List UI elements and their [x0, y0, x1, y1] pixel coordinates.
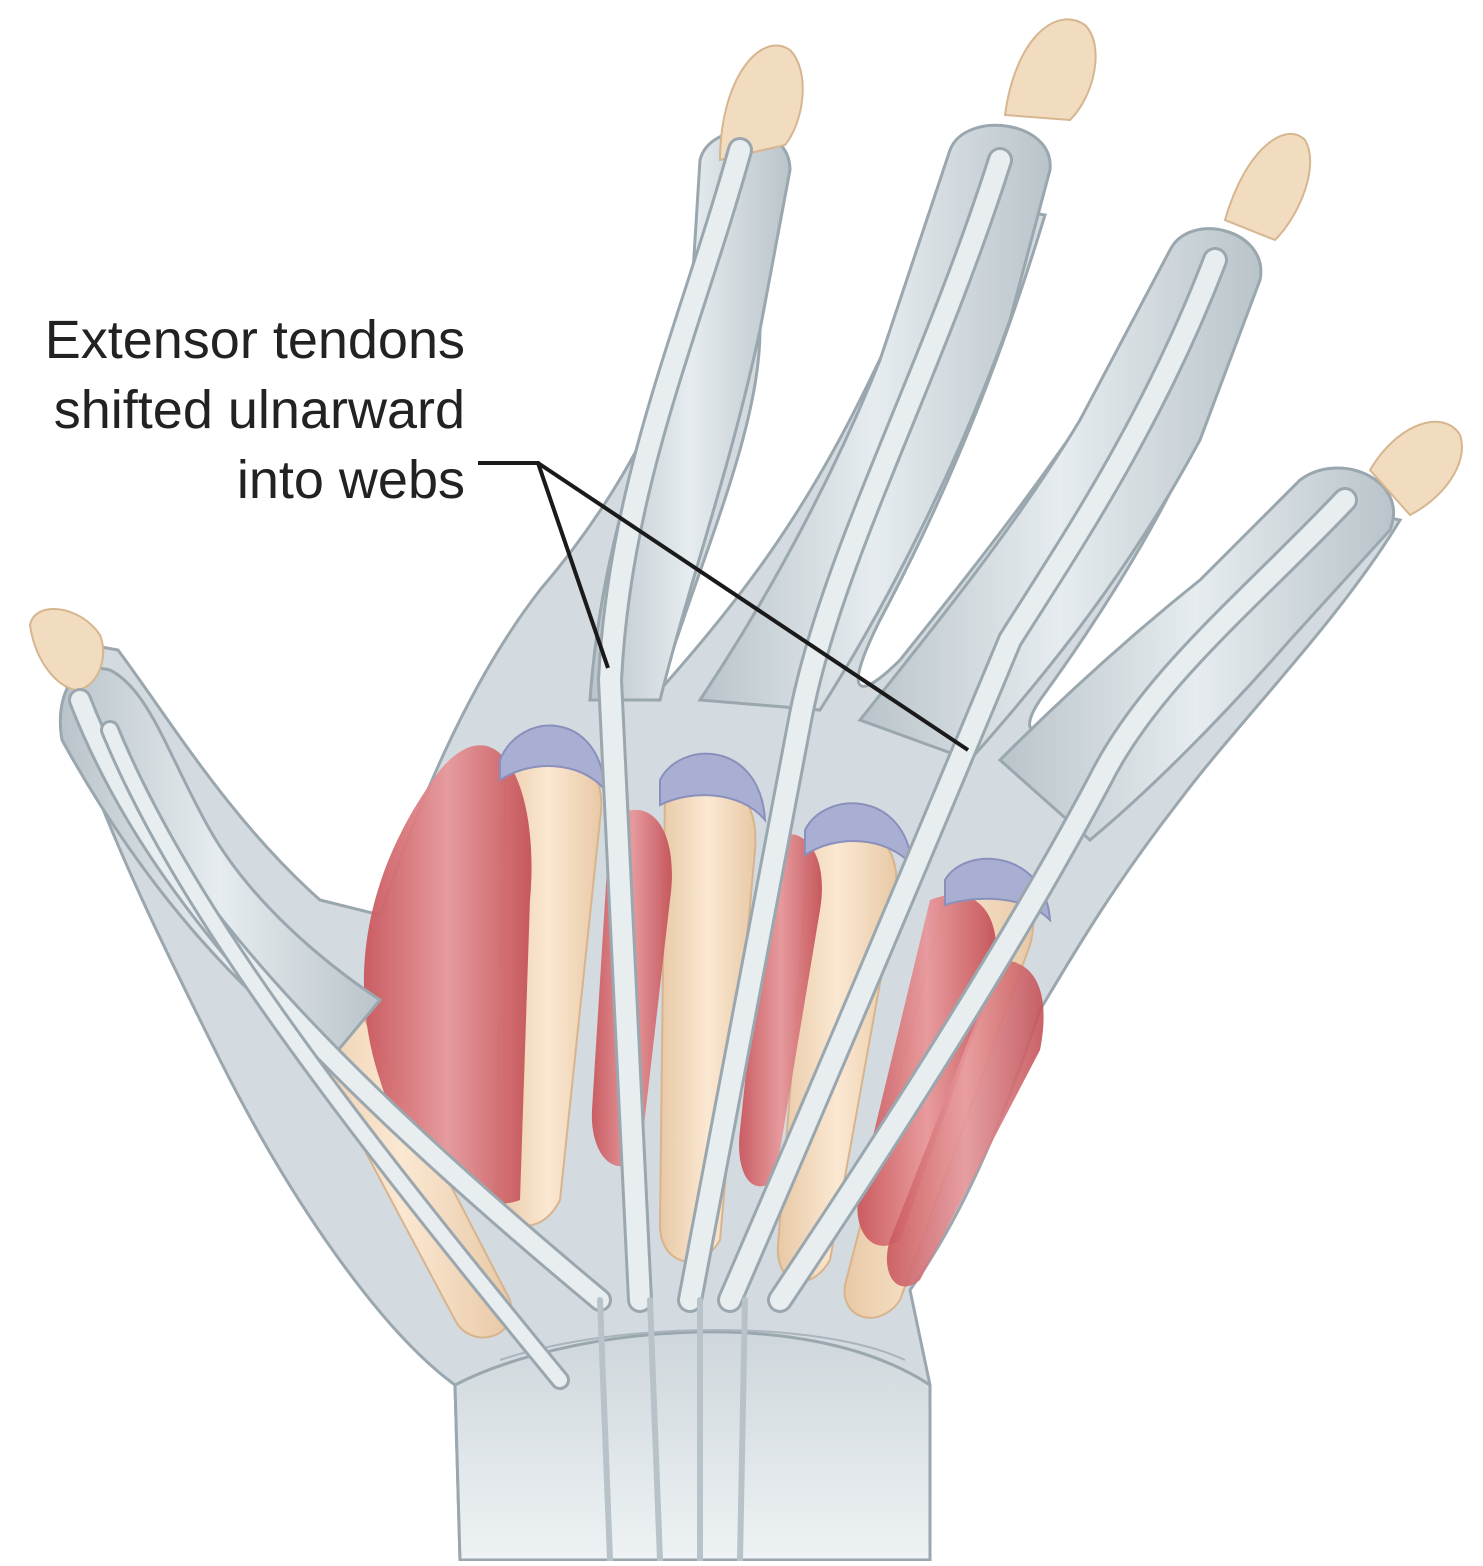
thumb: [28, 608, 383, 1063]
leader-line: [478, 461, 970, 752]
third-dorsal-interosseous-muscle: [739, 833, 822, 1187]
wrist-tendon-bundle: [597, 1297, 748, 1563]
extensor-retinaculum: [453, 1330, 932, 1562]
callout-line-1: Extensor tendons: [44, 310, 465, 370]
middle-fingertip: [1003, 18, 1097, 122]
index-fingertip: [718, 44, 804, 162]
retinaculum-line: [499, 1329, 906, 1361]
little-fingertip: [1368, 420, 1463, 517]
mcp-cartilage-middle: [659, 752, 767, 823]
callout-line-3: into webs: [236, 450, 465, 510]
mcp-cartilage-little: [944, 857, 1052, 923]
ring-fingertip: [1223, 133, 1312, 242]
hypothenar-muscle: [886, 960, 1044, 1287]
thumb-tip: [28, 608, 105, 692]
extensor-tendons: [68, 137, 1358, 1563]
first-dorsal-interosseous-muscle: [363, 745, 532, 1204]
index-finger: [588, 44, 804, 702]
callout-line-2: shifted ulnarward: [53, 380, 465, 440]
callout-label: Extensor tendons shifted ulnarward into …: [45, 305, 465, 515]
